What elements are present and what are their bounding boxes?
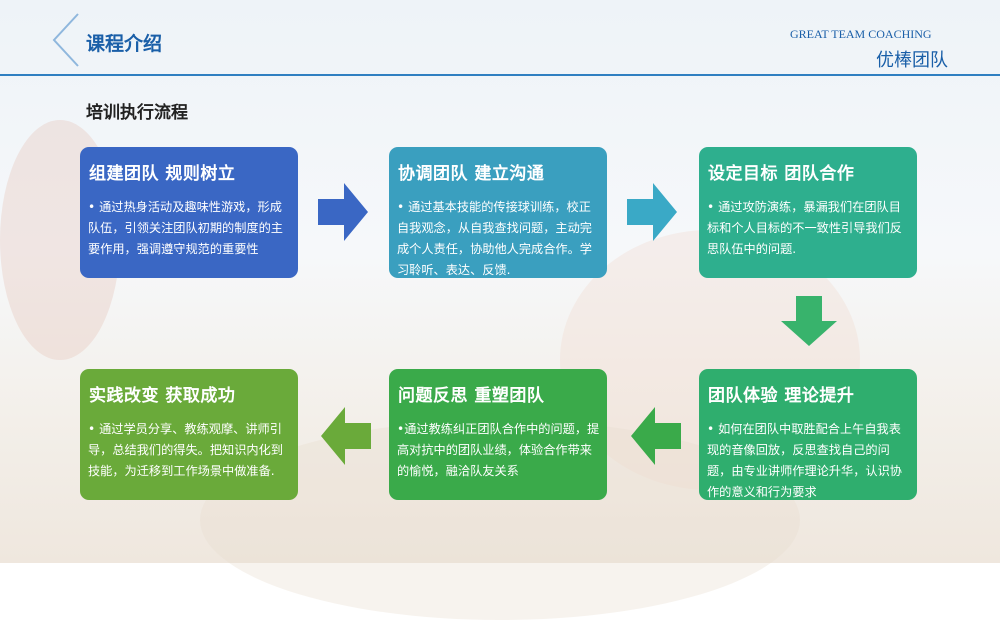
brand-chinese-name: 优棒团队 [876,50,948,71]
header-chevron-icon [52,13,79,67]
step-title: 组建团队 规则树立 [89,164,236,184]
step-description: •通过教练纠正团队合作中的问题，提高对抗中的团队业绩，体验合作带来的愉悦，融洽队… [397,422,600,478]
step-box-3: 设定目标 团队合作 • 通过攻防演练，暴漏我们在团队目标和个人目标的不一致性引导… [699,147,917,278]
step-title: 设定目标 团队合作 [708,164,855,184]
step-box-2: 协调团队 建立沟通 • 通过基本技能的传接球训练，校正自我观念，从自我查找问题，… [389,147,607,278]
step-box-1: 组建团队 规则树立 • 通过热身活动及趣味性游戏，形成队伍，引领关注团队初期的制… [80,147,298,278]
step-box-6: 实践改变 获取成功 • 通过学员分享、教练观摩、讲师引导，总结我们的得失。把知识… [80,369,298,500]
step-description: • 通过学员分享、教练观摩、讲师引导，总结我们的得失。把知识内化到技能，为迁移到… [88,422,283,478]
arrow-shape [631,407,681,465]
step-title: 团队体验 理论提升 [708,386,855,406]
step-description: • 通过基本技能的传接球训练，校正自我观念，从自我查找问题，主动完成个人责任，协… [397,200,592,277]
step-title: 实践改变 获取成功 [89,386,236,406]
step-description: • 通过攻防演练，暴漏我们在团队目标和个人目标的不一致性引导我们反思队伍中的问题… [707,200,902,256]
header-divider [0,74,1000,76]
arrow-down-icon [781,296,837,346]
arrow-shape [318,183,368,241]
step-box-4: 团队体验 理论提升 • 如何在团队中取胜配合上午自我表现的音像回放，反思查找自己… [699,369,917,500]
step-description: • 如何在团队中取胜配合上午自我表现的音像回放，反思查找自己的问题，由专业讲师作… [707,422,902,499]
arrow-right-icon [627,183,677,241]
step-title: 协调团队 建立沟通 [398,164,545,184]
arrow-shape [781,296,837,346]
arrow-right-icon [318,183,368,241]
page-title: 课程介绍 [86,33,163,55]
step-title: 问题反思 重塑团队 [398,386,545,406]
step-description: • 通过热身活动及趣味性游戏，形成队伍，引领关注团队初期的制度的主要作用，强调遵… [88,200,283,256]
arrow-left-icon [631,407,681,465]
brand-english-name: GREAT TEAM COACHING [790,27,932,41]
arrow-shape [321,407,371,465]
section-title: 培训执行流程 [86,103,188,123]
step-box-5: 问题反思 重塑团队 •通过教练纠正团队合作中的问题，提高对抗中的团队业绩，体验合… [389,369,607,500]
arrow-shape [627,183,677,241]
arrow-left-icon [321,407,371,465]
